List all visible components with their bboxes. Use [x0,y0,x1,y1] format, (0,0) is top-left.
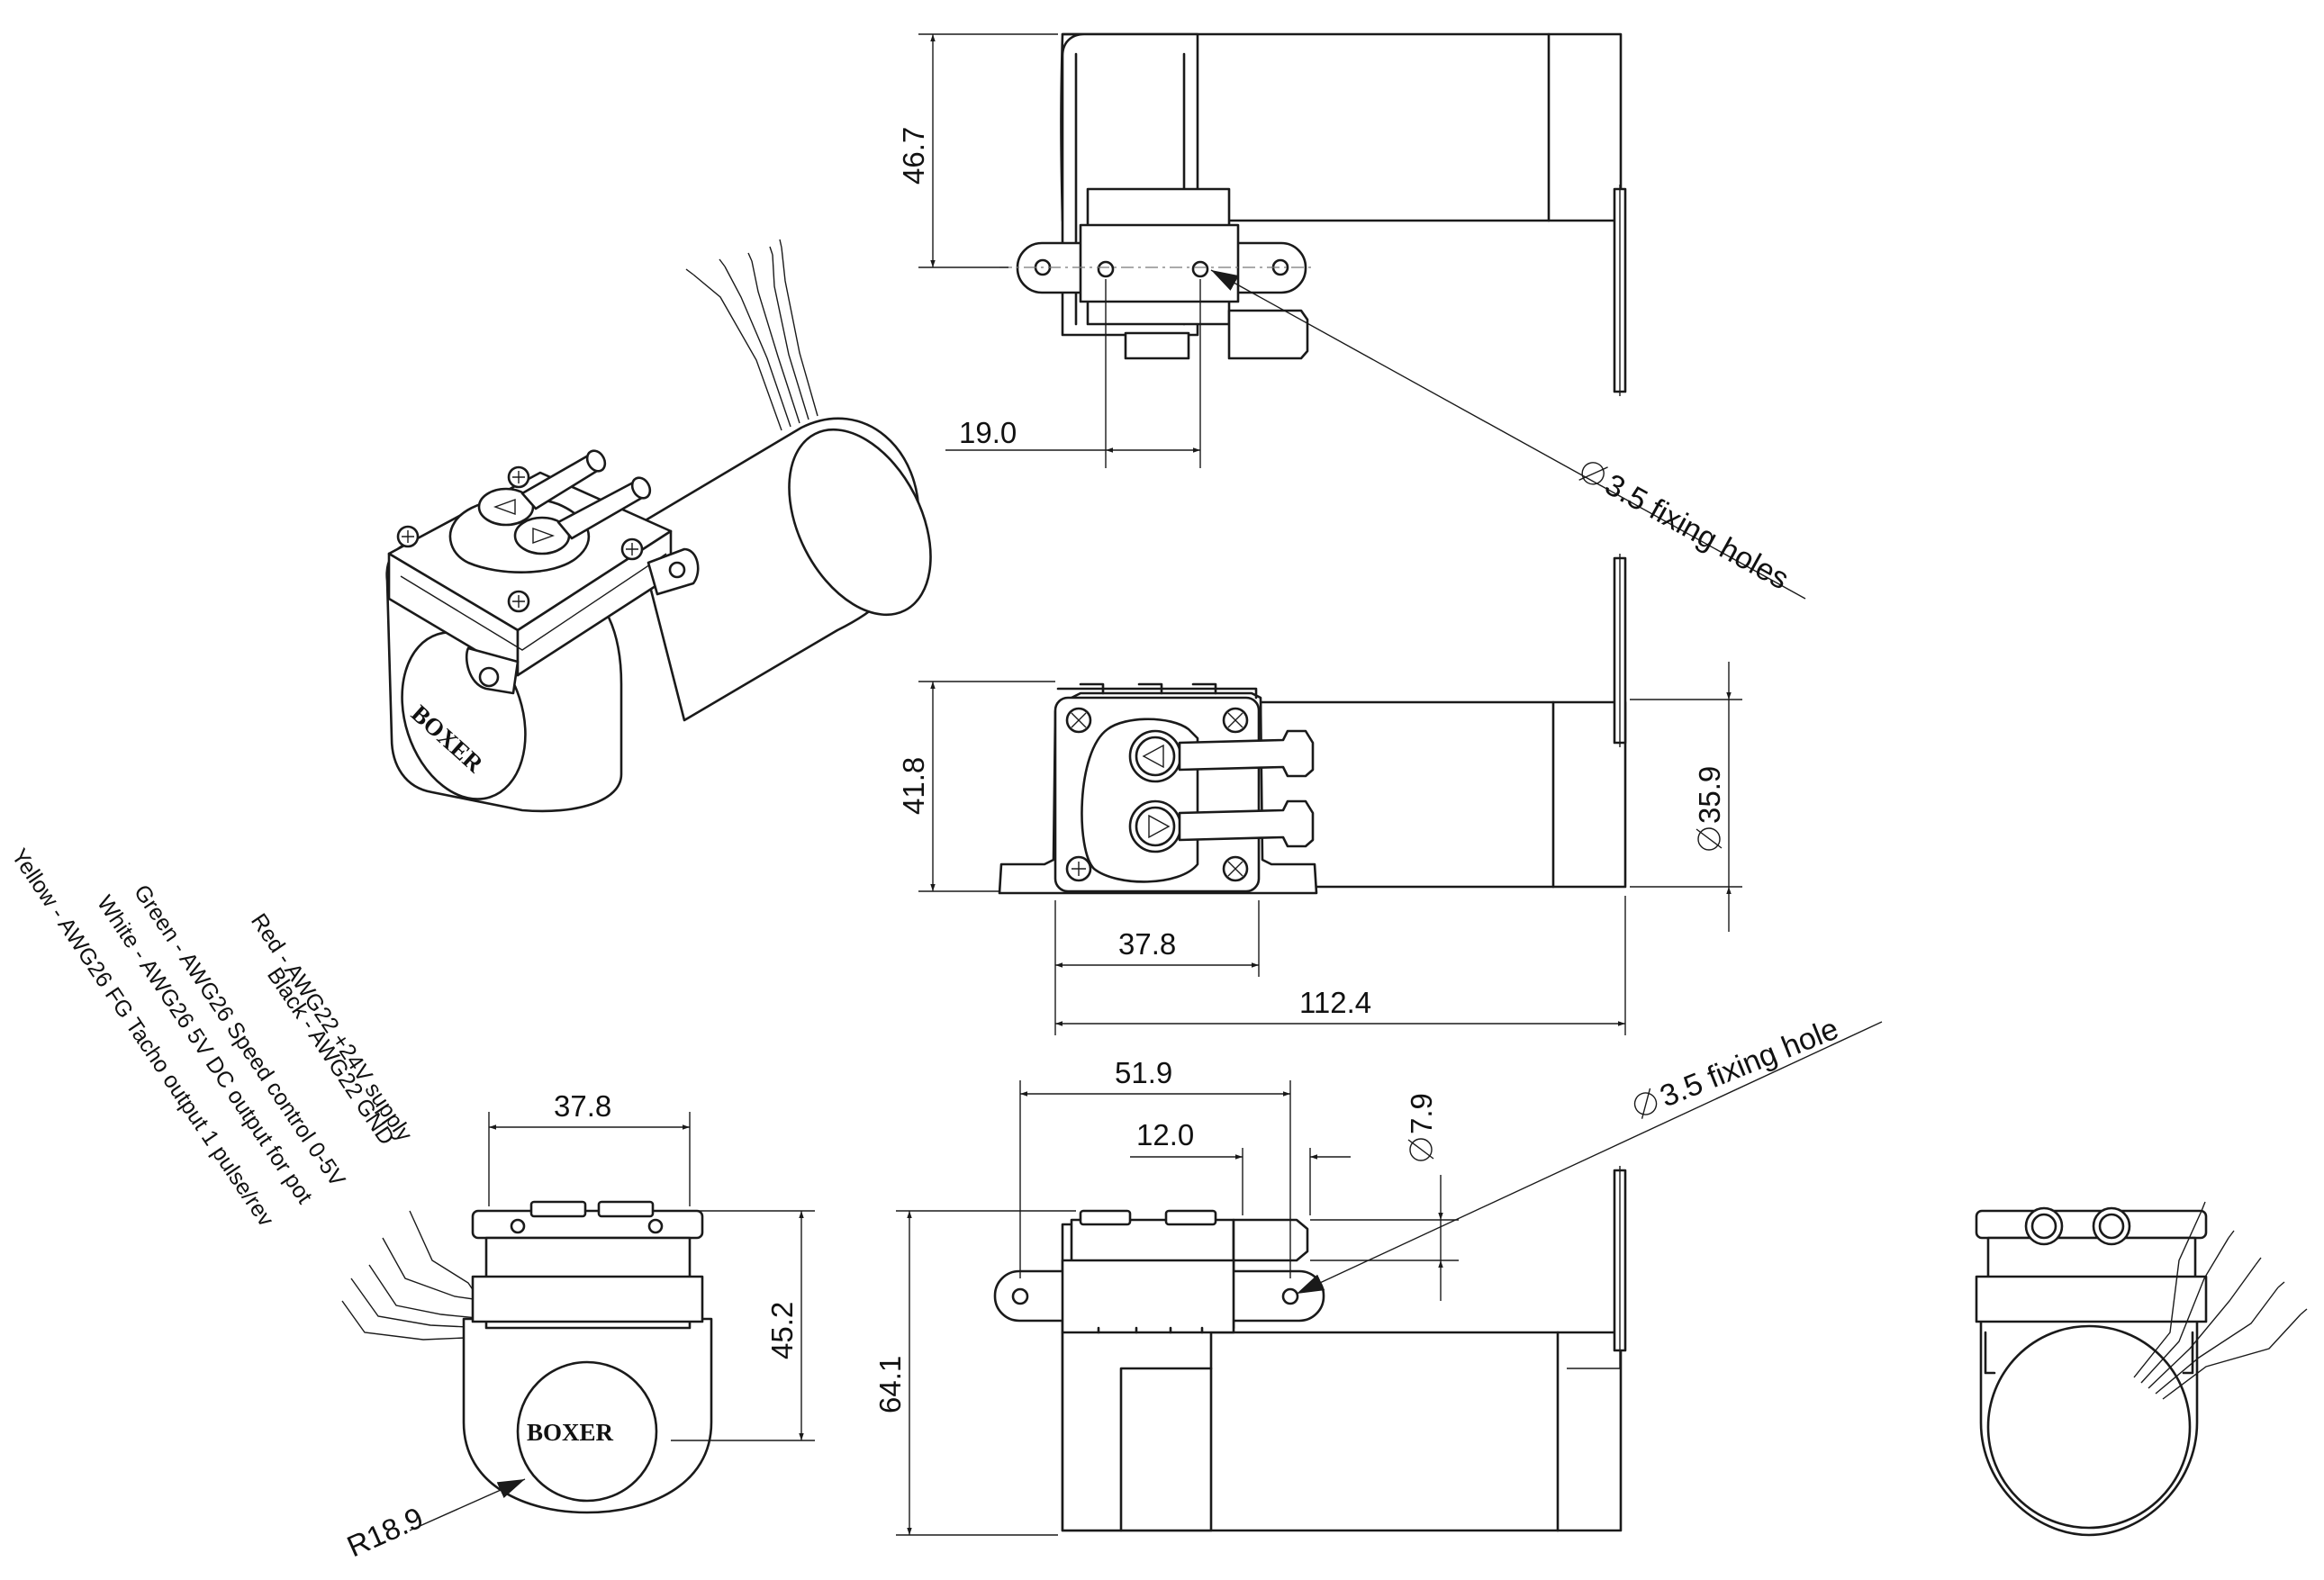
rear-head-top [1975,1209,2208,1240]
rear-wires [2133,1201,2308,1400]
dim-side-total-height: 64.1 [873,1356,907,1413]
diameter-symbol-fixing-holes [1581,462,1605,485]
front-port-top-arrow [1142,744,1164,769]
dim-side-port-offset: 12.0 [1136,1118,1194,1151]
dim-side-bracket-span: 51.9 [1115,1056,1172,1089]
dim-end-radius: R18.9 [342,1501,428,1564]
front-port-bottom [1128,799,1182,853]
end-view: BOXER [341,1200,713,1514]
iso-bracket-right-hole [668,561,686,579]
top-fixing-hole-2 [1191,260,1209,278]
end-bracket-band [471,1275,704,1323]
end-head-top [471,1209,704,1240]
front-motor-body [1259,700,1627,889]
iso-screws [396,465,644,613]
dim-front-total-length: 112.4 [1299,986,1371,1019]
dim-port-diameter: 7.9 [1405,1093,1438,1134]
wiring-legend: Red - AWG22 +24V supply Black - AWG22 GN… [6,844,417,1232]
diameter-symbol-fixing-hole [1633,1092,1658,1115]
dim-top-view-hole-spacing: 19.0 [959,416,1017,449]
dim-end-height: 45.2 [765,1302,799,1359]
iso-bracket-left [465,646,520,695]
diameter-symbol-motor [1697,827,1721,851]
callout-fixing-hole: 3.5 fixing hole [1296,1012,1883,1295]
front-view [998,554,1627,895]
side-view [993,1166,1627,1532]
dim-end-width: 37.8 [554,1089,611,1123]
wire-red: Red - AWG22 +24V supply [246,909,417,1147]
iso-wires [685,239,818,431]
dim-front-head-width: 37.8 [1118,927,1176,961]
front-port-bottom-arrow [1148,814,1171,839]
side-fixing-hole-left [1011,1287,1029,1305]
fixing-holes-label: 3.5 fixing holes [1599,467,1795,596]
isometric-view: BOXER [385,239,932,813]
front-port-top [1128,729,1182,783]
front-view-dimensions: 41.8 35.9 37.8 112.4 [897,662,1742,1035]
rear-view [1975,1201,2308,1537]
end-logo: BOXER [527,1419,614,1446]
diameter-symbol-port [1409,1138,1433,1161]
side-view-dimensions: 51.9 12.0 7.9 64.1 [873,1056,1459,1536]
front-screws [1065,707,1249,882]
dim-motor-diameter: 35.9 [1693,766,1726,824]
front-barb-bottom [1178,799,1315,848]
top-barb [1227,309,1309,360]
iso-bracket-left-hole [478,666,500,688]
iso-motor-end [788,428,932,617]
top-view-dimensions: 46.7 19.0 [897,33,1201,468]
rear-motor-disc [1986,1324,2192,1530]
top-fixing-hole-1 [1097,260,1115,278]
side-barb [1232,1218,1309,1262]
fixing-hole-label: 3.5 fixing hole [1655,1012,1843,1115]
dim-front-height: 41.8 [897,757,930,815]
callout-fixing-holes: 3.5 fixing holes [1210,269,1806,600]
rear-bracket-band [1975,1275,2208,1323]
side-fixing-hole-right [1281,1287,1299,1305]
end-motor-disc [516,1360,658,1503]
top-view [999,32,1627,396]
dim-top-view-height: 46.7 [897,127,930,185]
iso-port-arrow-2 [532,528,556,544]
iso-bracket-right [647,547,700,596]
front-barb-top [1178,729,1315,778]
iso-port-arrow-1 [493,499,516,515]
